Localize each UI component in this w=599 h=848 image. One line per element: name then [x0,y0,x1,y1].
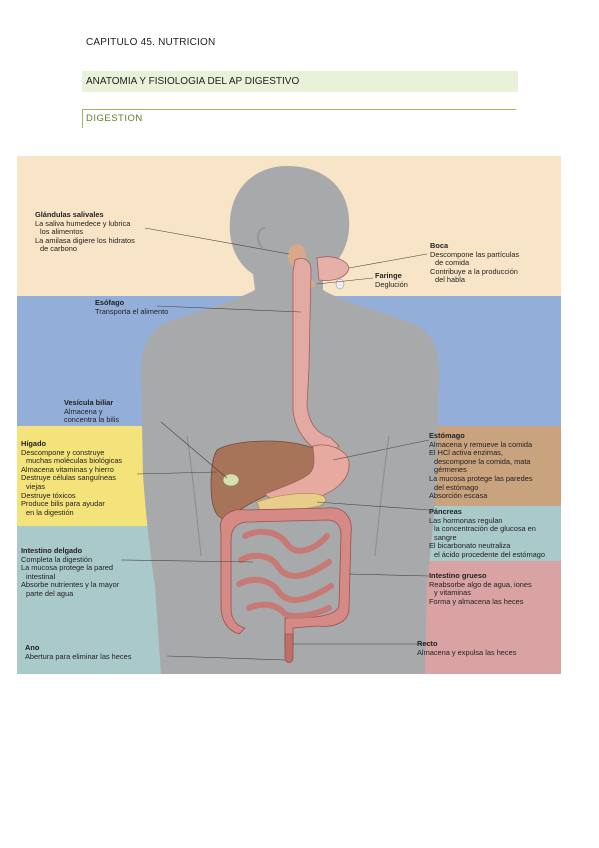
body-silhouette [141,166,439,674]
subsection-title: DIGESTION [82,109,516,128]
band-pancreas [412,506,561,561]
label-glandulas-salivales: Glándulas salivales La saliva humedece y… [35,210,135,254]
small-intestine [236,528,334,619]
label-intestino-delgado: Intestino delgado Completa la digestión … [21,546,120,598]
digestive-system-figure: Glándulas salivales La saliva humedece y… [17,156,561,674]
large-intestine [219,507,352,647]
label-ano: Ano Abertura para eliminar las heces [25,643,132,661]
label-estomago: Estómago Almacena y remueve la comida El… [429,431,533,501]
label-recto: Recto Almacena y expulsa las heces [417,639,517,657]
esophagus [292,258,340,457]
section-title: ANATOMIA Y FISIOLOGIA DEL AP DIGESTIVO [82,71,518,92]
mouth-cavity [316,256,350,281]
label-intestino-grueso: Intestino grueso Reabsorbe algo de agua,… [429,571,532,606]
band-large-intestine [412,561,561,674]
label-faringe: Faringe Deglución [375,271,408,289]
label-boca: Boca Descompone las partículas de comida… [430,241,520,285]
chapter-title: CAPITULO 45. NUTRICION [86,37,216,48]
gallbladder [222,473,240,487]
rectum [284,633,294,663]
label-vesicula-biliar: Vesícula biliar Almacena y concentra la … [64,398,120,425]
label-higado: Hígado Descompone y construye muchas mol… [21,439,123,517]
label-pancreas: Páncreas Las hormonas regulan la concent… [429,507,545,559]
label-esofago: Esófago Transporta el alimento [95,298,169,316]
figure-illustration [17,156,561,674]
